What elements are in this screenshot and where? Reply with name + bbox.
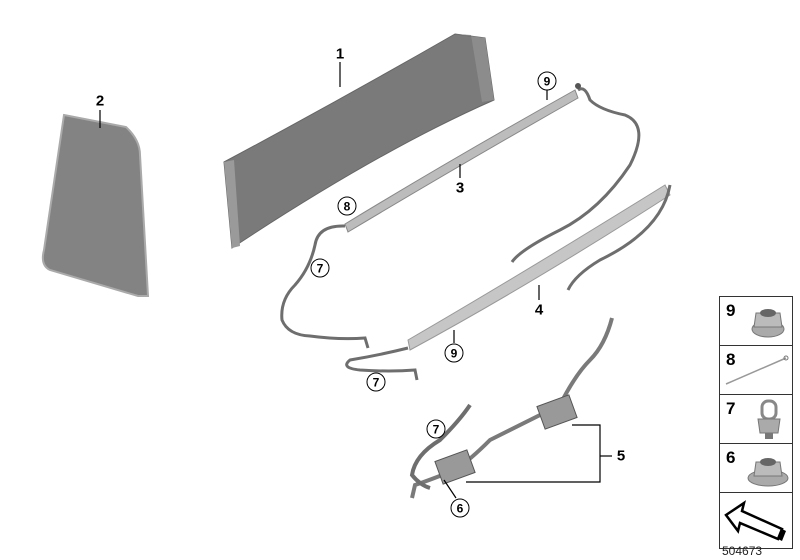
rail-part-3 [344,83,641,263]
flange-nut-icon [751,309,785,338]
callout-circled-8: 8 [337,196,357,216]
callout-circled-9: 9 [537,71,557,91]
hex-nut-icon [747,458,789,487]
legend-item-arrow[interactable] [720,493,792,548]
callout-circled-7: 7 [366,372,386,392]
forward-arrow-icon [724,500,786,541]
rail-part-4 [345,184,672,381]
callout-circled-6: 6 [450,498,470,518]
hose-assembly-part-5 [409,317,614,499]
legend-item-6[interactable]: 6 [720,444,792,493]
callout-2: 2 [95,92,105,110]
callout-circled-7: 7 [310,258,330,278]
callout-4: 4 [534,301,544,319]
diagram-id: 504673 [722,544,763,558]
legend-item-8[interactable]: 8 [720,346,792,395]
callout-5: 5 [616,447,626,465]
callout-circled-7: 7 [426,419,446,439]
panel-part-2 [41,110,150,297]
callout-1: 1 [335,45,345,63]
callout-circled-9: 9 [444,343,464,363]
callout-3: 3 [455,179,465,197]
cable-tie-icon [725,355,789,385]
parts-legend: 9 8 7 6 [719,296,793,549]
legend-item-7[interactable]: 7 [720,395,792,444]
hose-clip-icon [757,399,781,439]
panel-part-1 [223,33,495,249]
legend-item-9[interactable]: 9 [720,297,792,346]
hose-part-7-left [280,224,370,349]
